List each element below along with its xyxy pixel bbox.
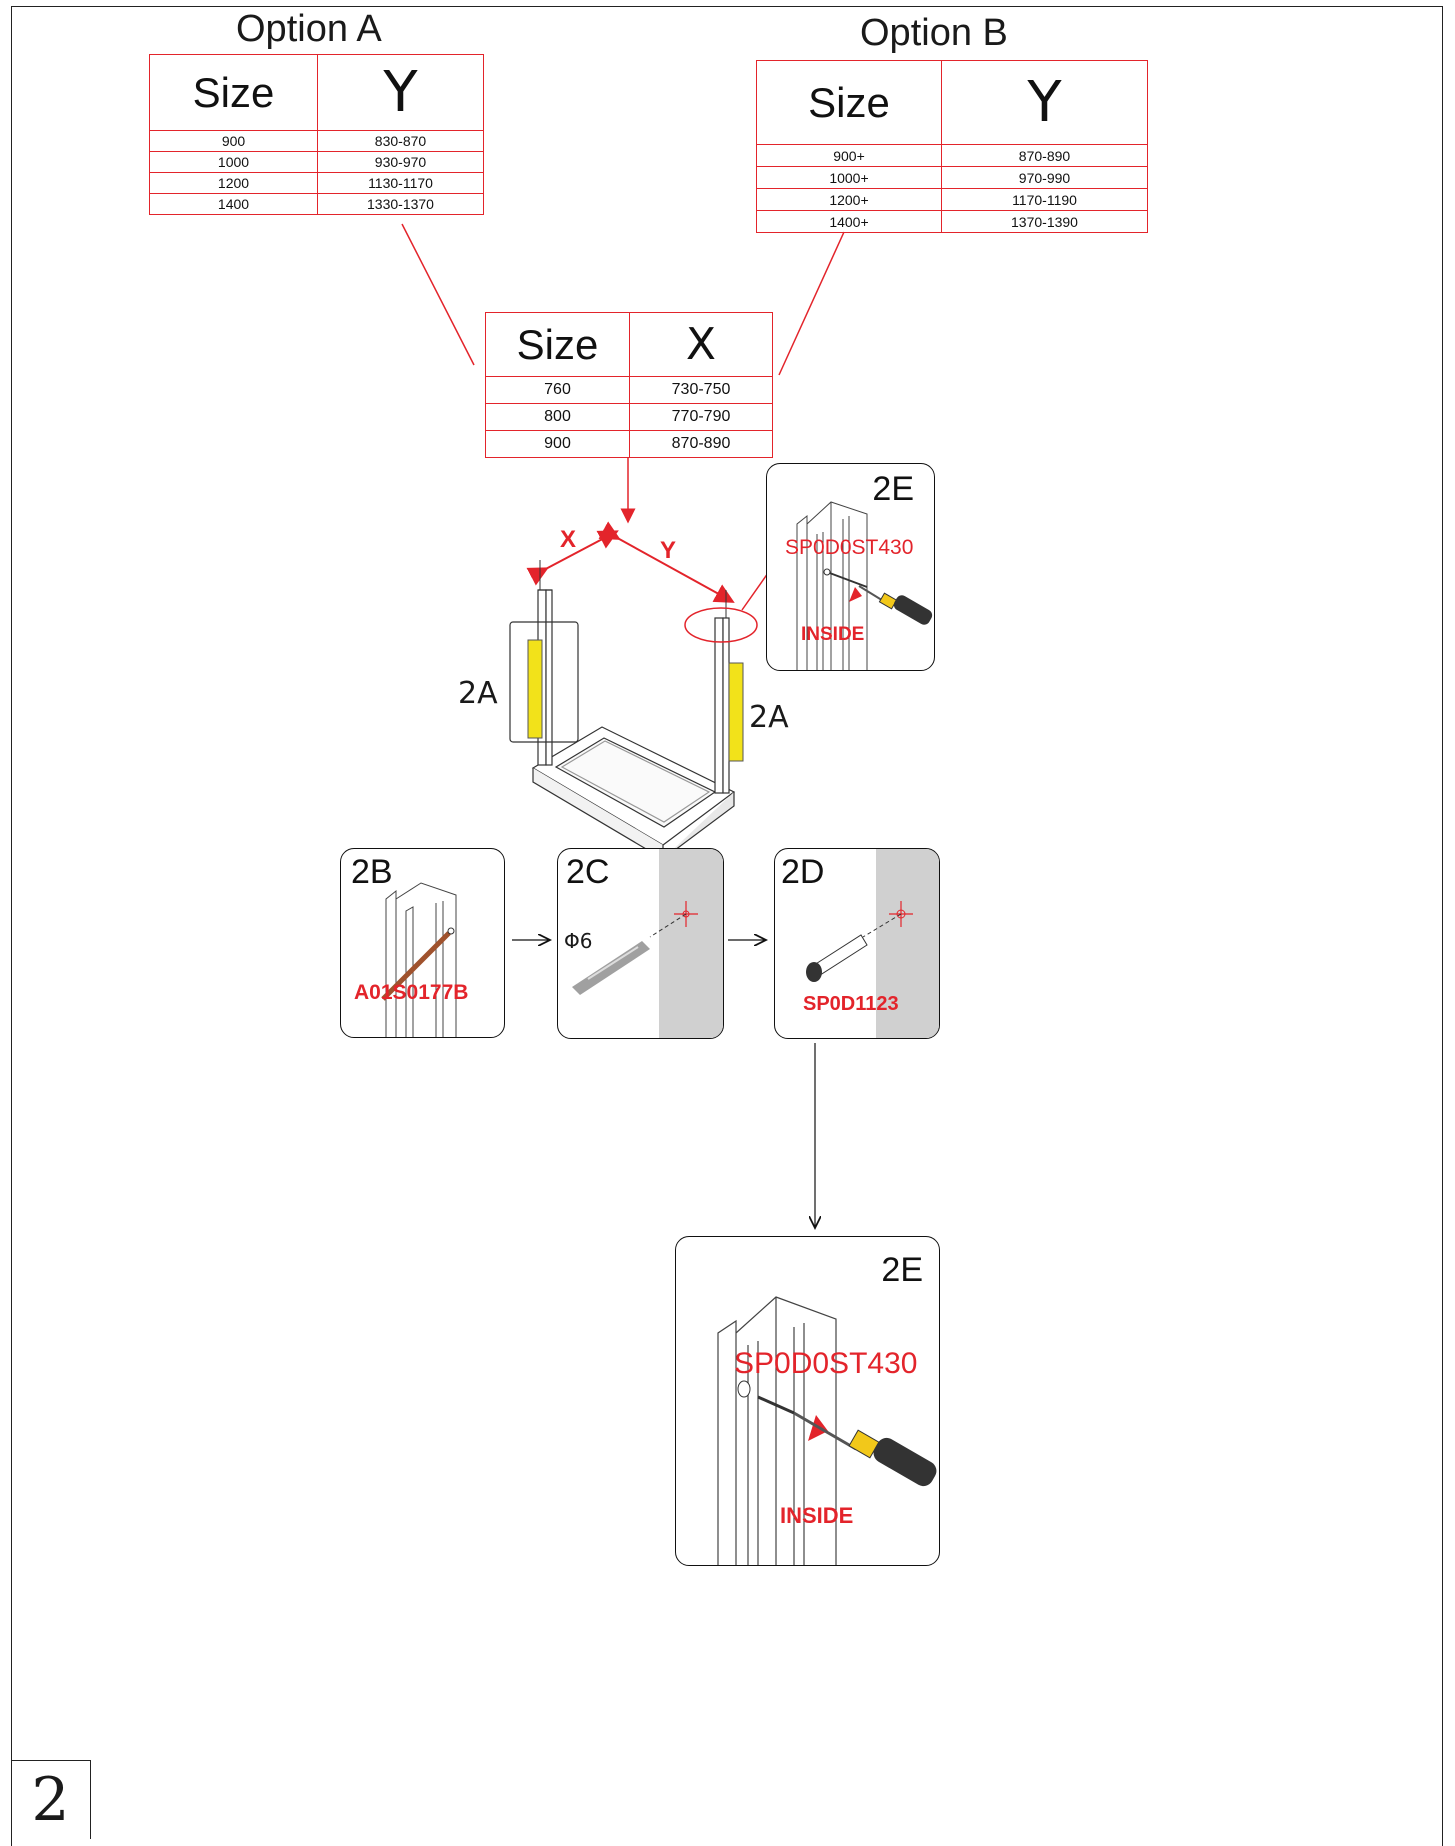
range-cell: 730-750 xyxy=(629,376,773,404)
range-cell: 830-870 xyxy=(317,130,484,152)
panel-2c-id: 2C xyxy=(566,853,610,891)
range-cell: 1330-1370 xyxy=(317,193,484,215)
range-cell: 770-790 xyxy=(629,403,773,431)
table-row: 900+870-890 xyxy=(756,144,1148,167)
table-row: 1200+1170-1190 xyxy=(756,188,1148,211)
size-cell: 1200+ xyxy=(756,188,942,211)
wall-surface xyxy=(659,849,723,1038)
range-cell: 870-890 xyxy=(941,144,1148,167)
profile-screw-drawing xyxy=(796,501,933,670)
template-rod-drawing xyxy=(381,882,457,1037)
left-2a-callout: 2A xyxy=(458,676,498,711)
right-yellow-template xyxy=(728,662,744,762)
range-cell: 1370-1390 xyxy=(941,210,1148,233)
panel-2e-large-part: SP0D0ST430 xyxy=(734,1347,918,1380)
page-frame xyxy=(11,6,1443,1846)
range-cell: 930-970 xyxy=(317,151,484,173)
profile-screw-drawing-large xyxy=(717,1296,937,1565)
wall-surface xyxy=(876,849,939,1038)
option-b-y-header: Y xyxy=(941,60,1148,145)
panel-2d-part: SP0D1123 xyxy=(803,993,899,1015)
left-2a-highlight-box xyxy=(509,621,579,743)
panel-2d: 2D SP0D1123 xyxy=(774,848,940,1039)
option-b-size-header: Size xyxy=(756,60,942,145)
table-row: 1400+1370-1390 xyxy=(756,210,1148,233)
size-cell: 900+ xyxy=(756,144,942,167)
option-a-size-header: Size xyxy=(149,54,318,131)
panel-2e-large-id: 2E xyxy=(881,1251,923,1289)
option-a-y-header: Y xyxy=(317,54,484,131)
drill-diameter-label: Φ6 xyxy=(564,929,593,953)
size-cell: 1000 xyxy=(149,151,318,173)
y-dimension-label: Y xyxy=(660,537,677,564)
panel-2e-small-part: SP0D0ST430 xyxy=(785,536,914,559)
size-cell: 900 xyxy=(485,430,630,458)
panel-2d-id: 2D xyxy=(781,853,825,891)
detail-ellipse xyxy=(684,607,758,643)
option-a-title: Option A xyxy=(236,8,382,50)
panel-2b-part: A01S0177B xyxy=(354,981,469,1004)
shower-tray xyxy=(531,726,736,861)
panel-2e-large: 2E SP0D0ST430 INSIDE xyxy=(675,1236,940,1566)
right-2a-callout: 2A xyxy=(749,700,789,735)
panel-2b: 2B A01S0177B xyxy=(340,848,505,1038)
option-b-connector xyxy=(778,231,845,376)
panel-2e-large-note: INSIDE xyxy=(780,1503,854,1528)
page-number: 2 xyxy=(11,1760,91,1839)
option-b-title: Option B xyxy=(860,12,1008,54)
option-a-connector xyxy=(401,223,475,366)
x-dimension-label: X xyxy=(560,526,577,553)
size-cell: 1400 xyxy=(149,193,318,215)
range-cell: 870-890 xyxy=(629,430,773,458)
size-cell: 1400+ xyxy=(756,210,942,233)
wall-plug-drawing xyxy=(806,901,913,982)
panel-2c: 2C Φ6 xyxy=(557,848,724,1039)
right-wall-profile xyxy=(714,617,730,794)
panel-2e-small: 2E SP0D0ST430 INSIDE xyxy=(766,463,935,671)
panel-2e-small-note: INSIDE xyxy=(801,624,865,645)
panel-2e-small-id: 2E xyxy=(872,470,914,508)
x-dimension-arrow xyxy=(526,530,619,586)
left-yellow-template xyxy=(527,639,543,739)
drill-bit-drawing xyxy=(572,901,698,995)
x-table-x-header: X xyxy=(629,312,773,377)
panel-2b-id: 2B xyxy=(351,853,393,891)
y-dimension-arrow xyxy=(598,521,735,603)
